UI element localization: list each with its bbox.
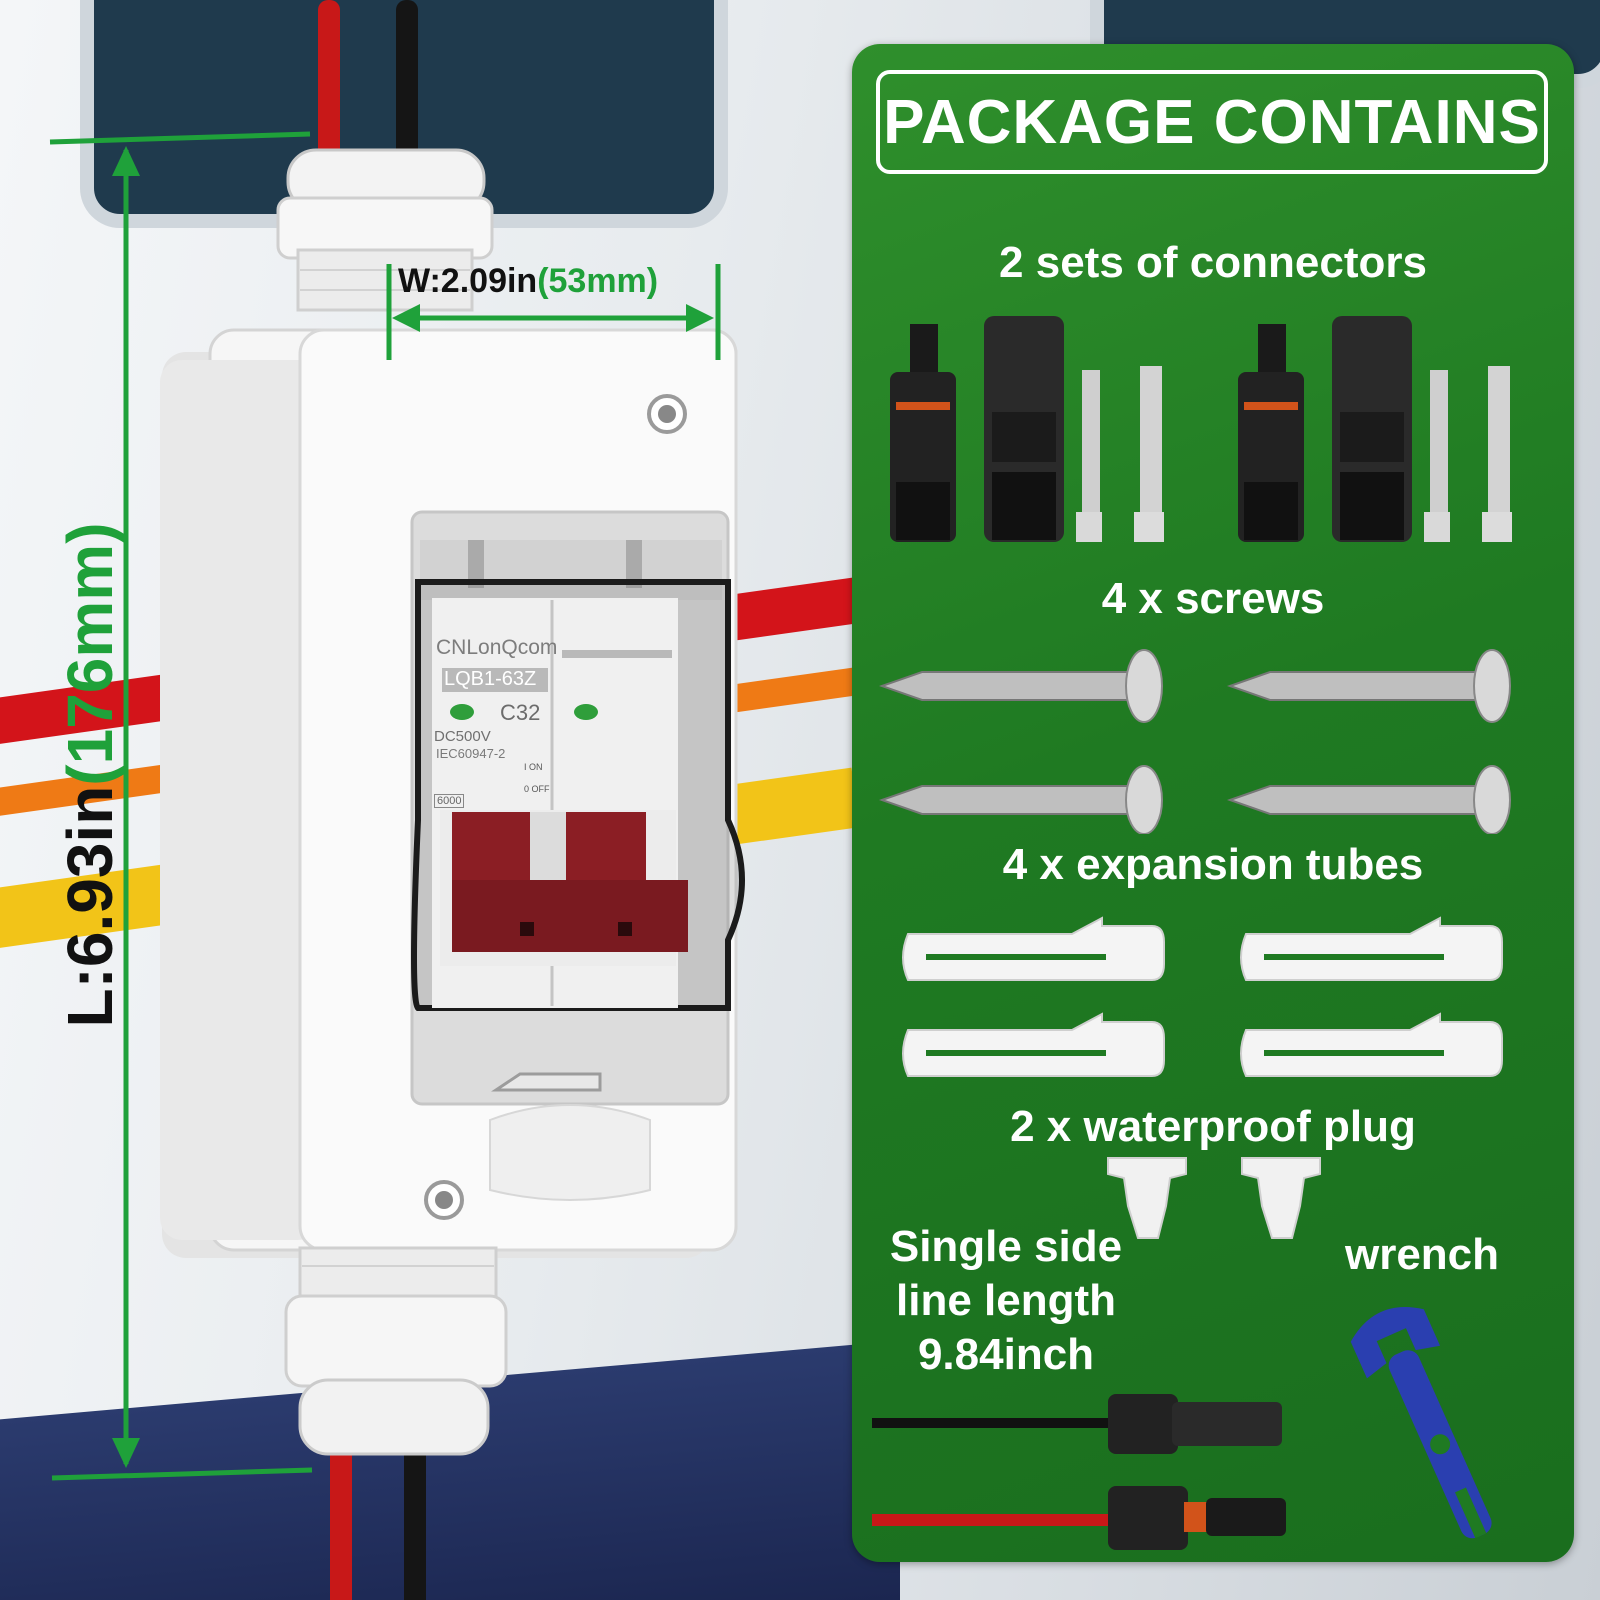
breaker-standard: IEC60947-2 xyxy=(436,746,506,761)
bottom-cable-gland xyxy=(284,1246,508,1456)
width-label: W:2.09in(53mm) xyxy=(398,262,658,301)
cable-label-line1: Single side xyxy=(889,1222,1123,1271)
width-inch: W:2.09in xyxy=(398,262,538,300)
wrench-label: wrench xyxy=(1344,1230,1500,1279)
expansion-tubes-image xyxy=(902,916,1503,1077)
screw-2 xyxy=(1226,649,1511,723)
length-inch: L:6.93in xyxy=(54,785,126,1028)
waterproof-plug-label: 2 x waterproof plug xyxy=(1010,1102,1416,1151)
waterproof-plug-2 xyxy=(1241,1157,1321,1239)
width-dimension-line xyxy=(386,264,721,360)
width-mm: (53mm) xyxy=(537,262,659,300)
length-dimension-line xyxy=(49,131,313,1481)
screw-1 xyxy=(878,649,1163,723)
connectors-image xyxy=(890,316,1512,542)
black-cable-bottom xyxy=(404,1440,426,1600)
wrench-image xyxy=(1350,1306,1492,1539)
length-mm: (176mm) xyxy=(54,522,126,786)
pigtail-cables-image xyxy=(872,1394,1286,1550)
breaker-model: LQB1-63Z xyxy=(444,668,537,690)
top-cable-gland xyxy=(276,148,494,312)
connectors-label: 2 sets of connectors xyxy=(999,238,1427,287)
breaker-brand: CNLonQcom xyxy=(436,636,558,659)
breaker-off-label: 0 OFF xyxy=(524,784,550,794)
red-pigtail-cable xyxy=(872,1486,1286,1550)
breaker-code: 6000 xyxy=(434,794,465,808)
red-cable-top xyxy=(318,0,340,180)
expansion-tube-4 xyxy=(1240,1012,1503,1077)
expansion-tube-1 xyxy=(902,916,1165,981)
screw-4 xyxy=(1226,765,1511,834)
waterproof-plugs-image xyxy=(1107,1157,1321,1239)
connector-set-2 xyxy=(1238,316,1512,542)
screws-label: 4 x screws xyxy=(1101,574,1325,623)
expansion-tube-3 xyxy=(902,1012,1165,1077)
expansion-tubes-label: 4 x expansion tubes xyxy=(1002,840,1424,889)
black-pigtail-cable xyxy=(872,1394,1282,1454)
expansion-tube-2 xyxy=(1240,916,1503,981)
length-label: L:6.93in(176mm) xyxy=(50,455,130,1095)
cable-label-line2: line length xyxy=(896,1276,1116,1325)
breaker-on-label: I ON xyxy=(524,762,543,772)
cable-label-line3: 9.84inch xyxy=(917,1330,1095,1379)
breaker-enclosure xyxy=(160,148,745,1456)
breaker-rating: C32 xyxy=(500,700,541,725)
red-cable-bottom xyxy=(330,1440,352,1600)
black-cable-top xyxy=(396,0,418,180)
breaker-voltage: DC500V xyxy=(434,728,491,745)
package-title: PACKAGE CONTAINS xyxy=(876,70,1548,174)
cable-length-label: Single side line length 9.84inch xyxy=(866,1220,1146,1382)
package-contents-panel: PACKAGE CONTAINS 2 sets of connectors xyxy=(852,44,1574,1562)
screw-3 xyxy=(878,765,1163,834)
connector-set-1 xyxy=(890,316,1164,542)
waterproof-plug-1 xyxy=(1107,1157,1187,1239)
screws-image xyxy=(878,649,1511,834)
